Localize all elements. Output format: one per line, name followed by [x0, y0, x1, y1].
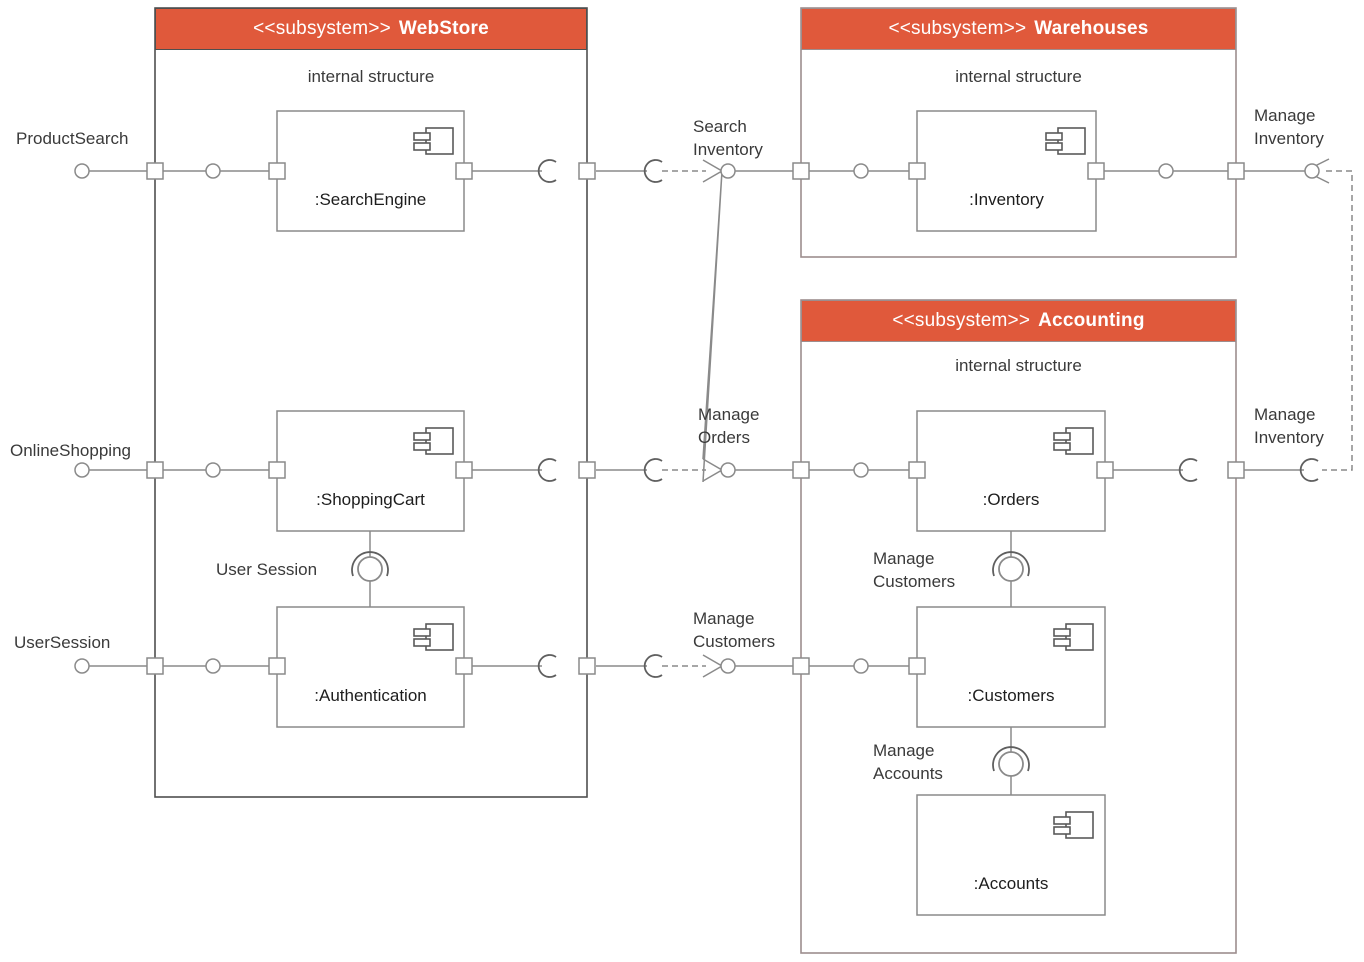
- webstore-subsystem-header[interactable]: <<subsystem>> WebStore: [155, 8, 587, 50]
- warehouses-name: Warehouses: [1034, 18, 1149, 39]
- online-shopping-label: OnlineShopping: [10, 441, 131, 460]
- user-session-connector-label: User Session: [216, 560, 318, 579]
- manage-customers-mid-label: Manage Customers: [693, 609, 776, 651]
- port: [268, 162, 286, 180]
- manage-inventory-top-label: Manage Inventory: [1254, 106, 1324, 148]
- port: [792, 461, 810, 479]
- component-icon: [413, 127, 454, 155]
- port: [455, 162, 473, 180]
- user-session-port-label: UserSession: [14, 633, 111, 652]
- customers-label: :Customers: [967, 686, 1055, 705]
- accounting-subsystem-header[interactable]: <<subsystem>> Accounting: [801, 300, 1236, 342]
- manage-inventory-right-label: Manage Inventory: [1254, 405, 1324, 447]
- connector-lines: [89, 170, 1305, 795]
- component-icon: [1053, 427, 1094, 455]
- ports: [146, 162, 1245, 675]
- port: [268, 657, 286, 675]
- component-icons: [413, 127, 1094, 839]
- accounts-label: :Accounts: [973, 874, 1049, 893]
- port: [578, 657, 596, 675]
- port: [578, 162, 596, 180]
- inventory-label: :Inventory: [969, 190, 1044, 209]
- port: [455, 657, 473, 675]
- user-session-connector-icon: [351, 551, 389, 582]
- port: [908, 162, 926, 180]
- search-inventory-label: Search Inventory: [693, 117, 763, 159]
- shoppingcart-label: :ShoppingCart: [316, 490, 425, 509]
- component-icon: [413, 427, 454, 455]
- port: [792, 162, 810, 180]
- ball-interface-icons: [74, 163, 1320, 674]
- port: [1096, 461, 1114, 479]
- component-icon: [1045, 127, 1086, 155]
- port: [146, 162, 164, 180]
- webstore-stereotype: <<subsystem>>: [253, 18, 391, 39]
- component-boxes: [276, 110, 1106, 916]
- webstore-internal-structure-label: internal structure: [307, 67, 435, 86]
- orders-label: :Orders: [982, 490, 1040, 509]
- manage-accounts-connector-icon: [992, 746, 1030, 777]
- accounting-stereotype: <<subsystem>>: [892, 310, 1031, 331]
- port: [146, 657, 164, 675]
- warehouses-stereotype: <<subsystem>>: [888, 18, 1027, 39]
- authentication-label: :Authentication: [314, 686, 427, 705]
- webstore-name: WebStore: [398, 18, 489, 39]
- manage-inventory-dependency-path: [1322, 170, 1353, 471]
- product-search-label: ProductSearch: [16, 129, 129, 148]
- manage-accounts-inner-label: Manage Accounts: [873, 741, 943, 783]
- port: [1227, 461, 1245, 479]
- socket-interface-icons: [537, 159, 1319, 678]
- component-icon: [1053, 623, 1094, 651]
- port: [146, 461, 164, 479]
- component-icon: [1053, 811, 1094, 839]
- warehouses-internal-structure-label: internal structure: [955, 67, 1082, 86]
- port: [1087, 162, 1105, 180]
- warehouses-subsystem-header[interactable]: <<subsystem>> Warehouses: [801, 8, 1236, 50]
- port: [578, 461, 596, 479]
- port: [908, 461, 926, 479]
- searchengine-label: :SearchEngine: [314, 190, 427, 209]
- component-icon: [413, 623, 454, 651]
- port: [268, 461, 286, 479]
- manage-customers-inner-label: Manage Customers: [873, 549, 956, 591]
- port: [1227, 162, 1245, 180]
- accounting-internal-structure-label: internal structure: [955, 356, 1082, 375]
- manage-orders-label: Manage Orders: [698, 405, 760, 447]
- dependency-dashed-lines: [662, 170, 1353, 667]
- assembly-connectors: [351, 551, 1030, 777]
- manage-customers-connector-icon: [992, 551, 1030, 582]
- port: [455, 461, 473, 479]
- accounting-name: Accounting: [1038, 310, 1145, 331]
- port: [792, 657, 810, 675]
- port: [908, 657, 926, 675]
